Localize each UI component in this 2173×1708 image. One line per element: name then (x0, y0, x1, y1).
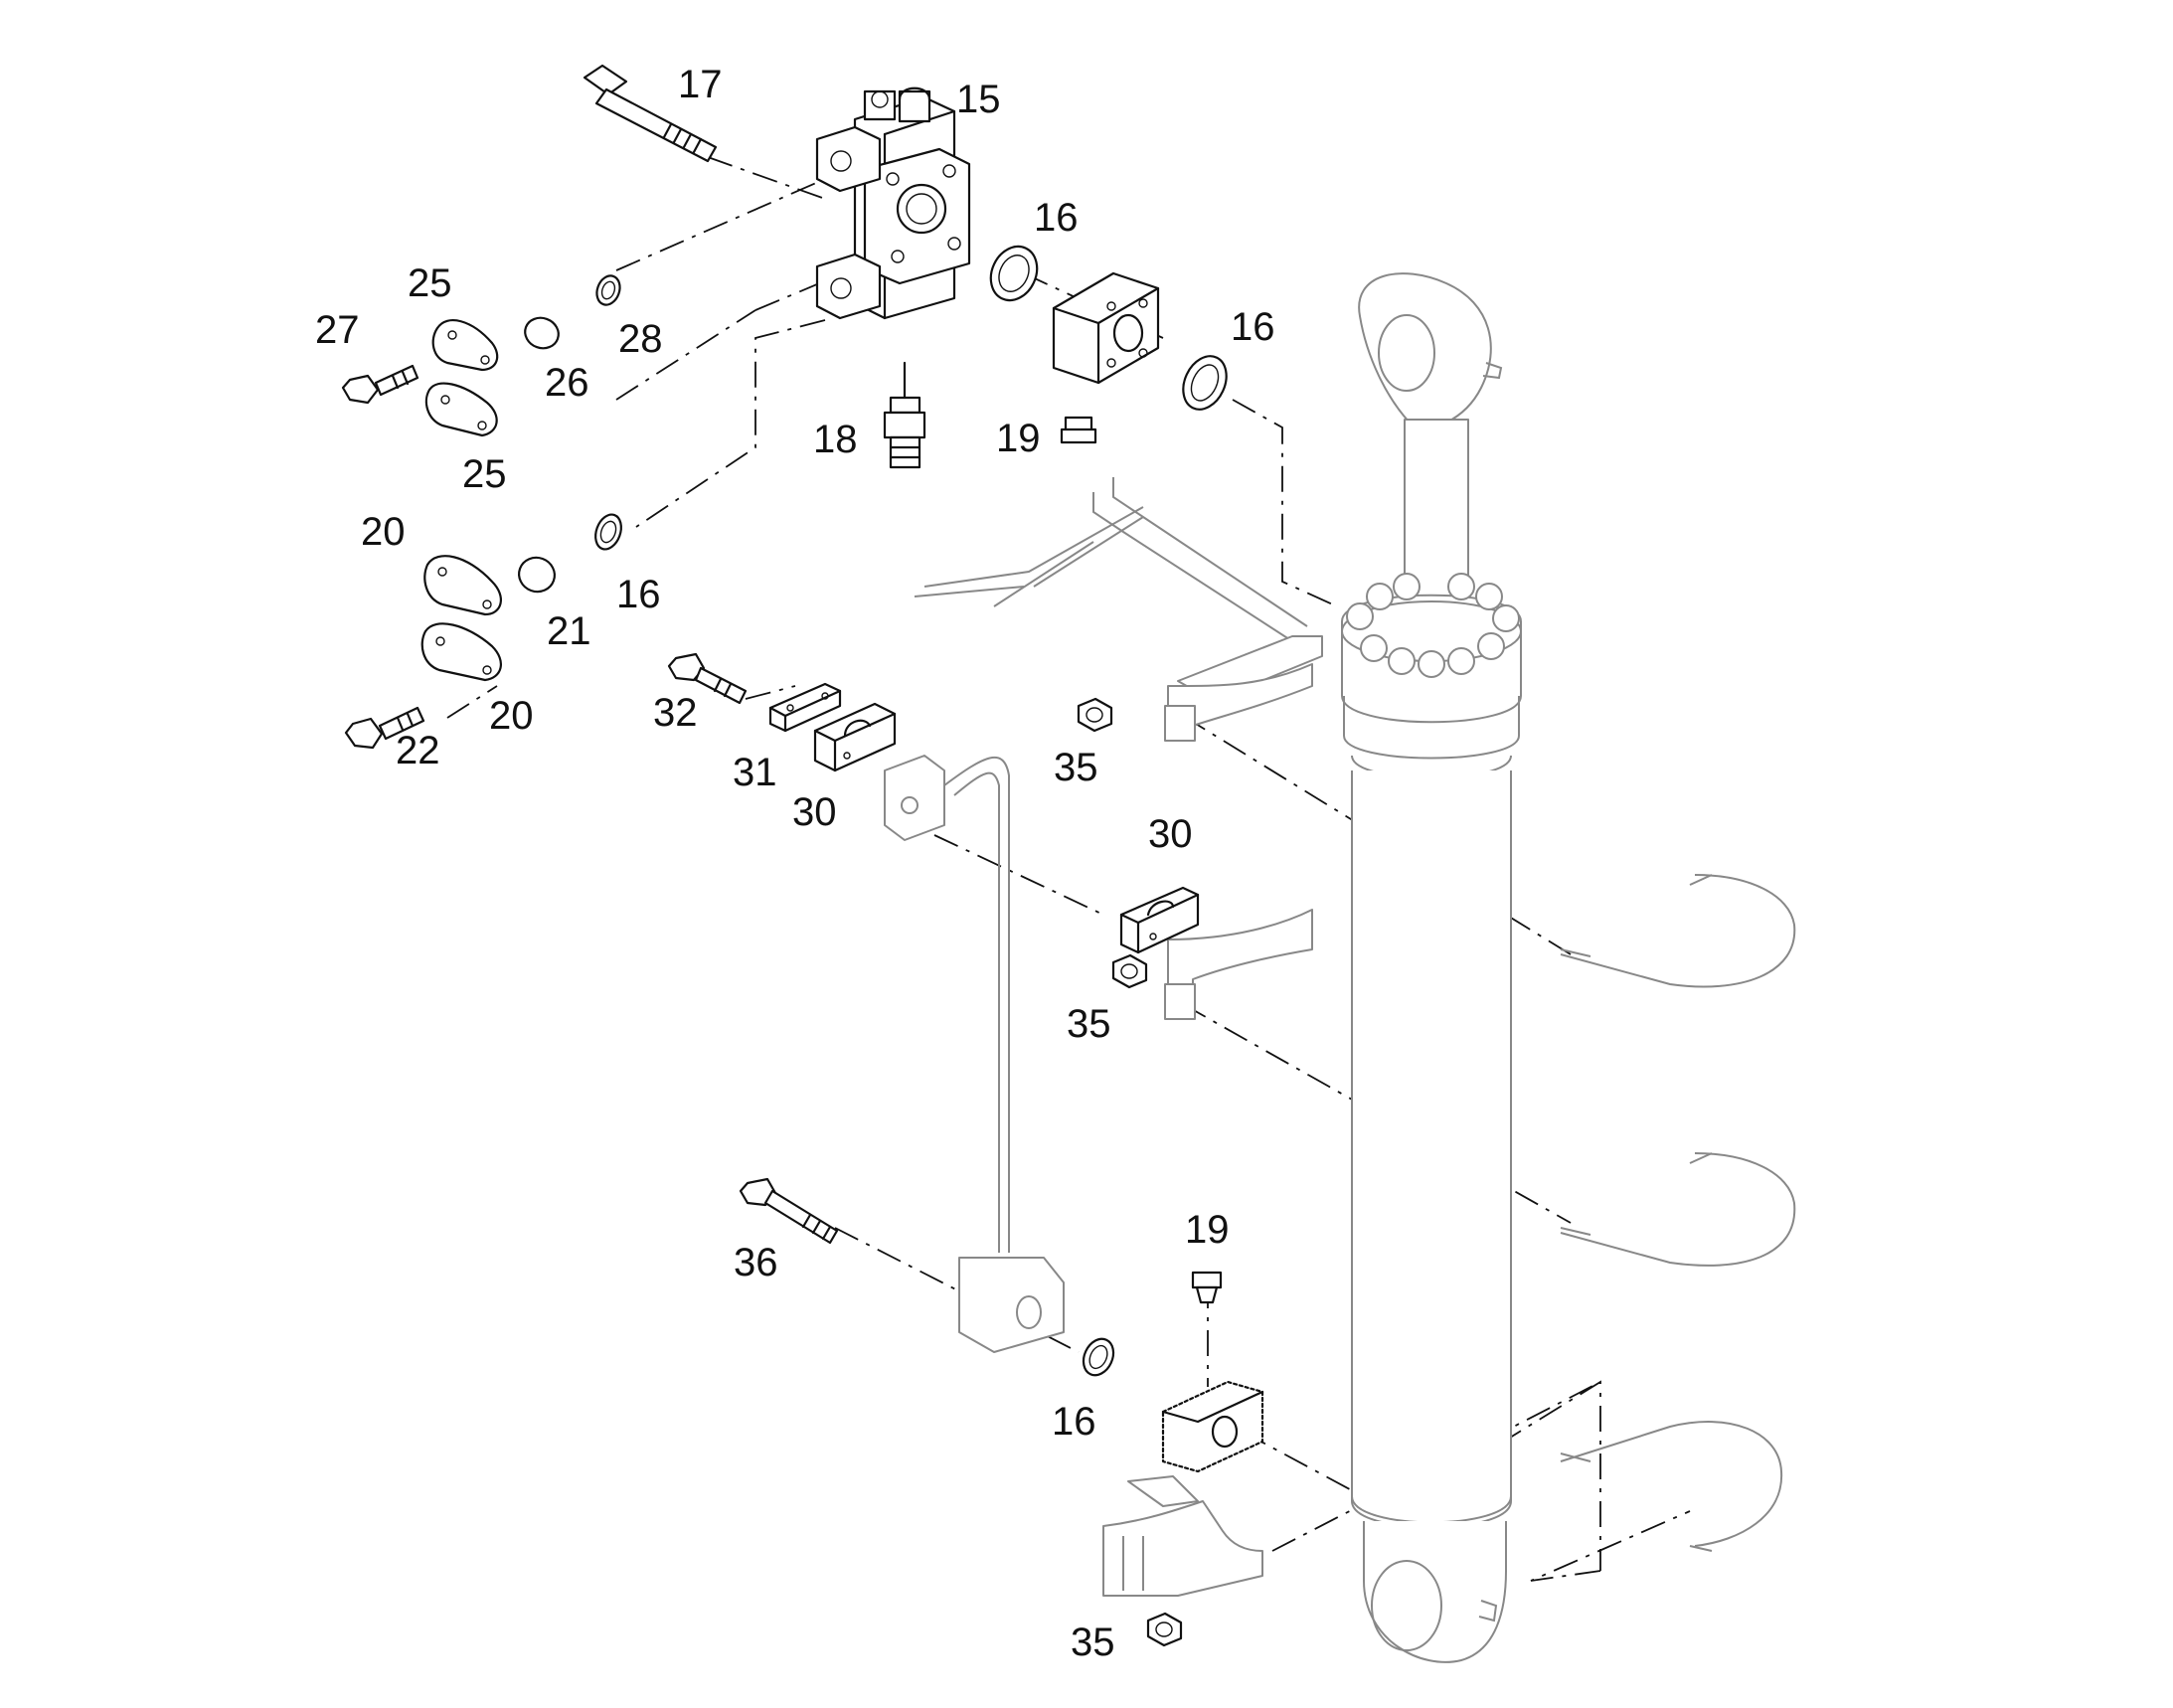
callout-16-bottom: 16 (1052, 1400, 1096, 1444)
o-ring-16-mid (594, 513, 622, 551)
long-bolt-17 (583, 64, 718, 163)
callout-19-top: 19 (996, 417, 1041, 460)
callout-19-bottom: 19 (1185, 1208, 1230, 1252)
callout-16-right: 16 (1231, 305, 1275, 349)
u-bolt-bottom (1560, 1421, 1783, 1552)
callout-labels: 15 17 16 16 25 27 28 26 18 19 25 20 16 2… (315, 63, 1275, 1664)
callout-18: 18 (813, 418, 858, 461)
callout-30-top: 30 (792, 790, 837, 834)
o-ring-16-right (1182, 355, 1228, 411)
callout-17: 17 (678, 63, 723, 106)
callout-15: 15 (956, 78, 1001, 121)
callout-28: 28 (618, 317, 663, 361)
callout-22: 22 (396, 729, 440, 772)
split-flange-20 (420, 555, 502, 682)
u-bolt-middle (1560, 1152, 1796, 1267)
clamp-block-30-upper (813, 702, 897, 772)
bracket-frame (914, 477, 1323, 742)
middle-bracket (1164, 909, 1313, 1020)
hydraulic-pipe (884, 755, 1065, 1353)
flange-block (1052, 271, 1160, 385)
fitting-18 (883, 361, 926, 469)
head-bolts (1346, 573, 1520, 678)
valve-block-15 (815, 86, 971, 320)
callout-21: 21 (547, 609, 591, 653)
callout-31: 31 (733, 751, 777, 794)
plug-19-bottom (1191, 1271, 1223, 1304)
callout-35-top: 35 (1054, 746, 1098, 789)
callout-16-mid: 16 (616, 573, 661, 616)
split-flange-25 (424, 319, 499, 437)
callout-32: 32 (653, 691, 698, 735)
nut-35-top (1077, 697, 1113, 733)
clamp-plate-31 (768, 682, 842, 733)
callout-27: 27 (315, 308, 360, 352)
callout-36: 36 (734, 1241, 778, 1284)
bolt-22 (344, 706, 425, 750)
seal-26 (524, 316, 560, 350)
plug-19-top (1060, 416, 1097, 444)
callout-25-bottom: 25 (462, 452, 507, 496)
seal-21 (518, 556, 556, 594)
callout-16-top: 16 (1034, 196, 1079, 240)
callout-26: 26 (545, 361, 589, 405)
bolt-27 (341, 364, 419, 405)
hydraulic-cylinder (1341, 272, 1522, 1663)
callout-30-mid: 30 (1148, 812, 1193, 856)
callout-35-mid: 35 (1067, 1002, 1111, 1046)
bolt-32 (667, 652, 748, 705)
clamp-block-30-lower (1119, 886, 1200, 954)
u-bolt-top (1560, 874, 1796, 988)
nut-35-bottom (1146, 1612, 1183, 1647)
callout-20-top: 20 (361, 510, 406, 554)
callout-35-bottom: 35 (1071, 1621, 1115, 1664)
lower-bracket (1102, 1475, 1263, 1597)
bolt-36 (739, 1177, 839, 1245)
o-ring-16-bottom (1082, 1337, 1115, 1377)
callout-25-top: 25 (408, 261, 452, 305)
nut-35-mid (1111, 953, 1148, 989)
o-ring-16-top (989, 245, 1039, 302)
flange-block-bottom (1161, 1380, 1264, 1473)
o-ring-28 (595, 274, 621, 306)
callout-20-bottom: 20 (489, 694, 534, 738)
